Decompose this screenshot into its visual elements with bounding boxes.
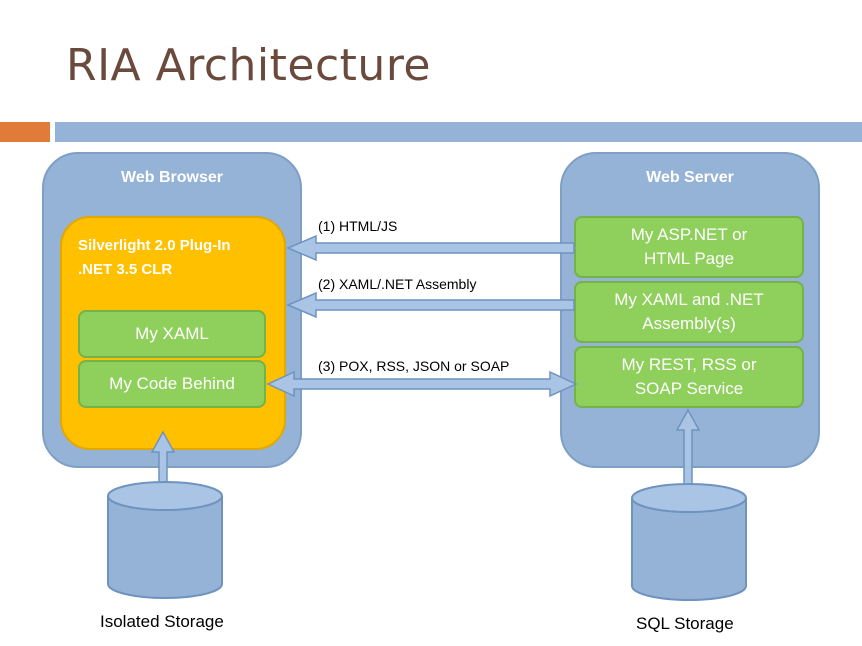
rest-service-line2: SOAP Service bbox=[634, 379, 744, 398]
xaml-assembly-box: My XAML and .NET Assembly(s) bbox=[574, 281, 804, 343]
web-server-title: Web Server bbox=[646, 169, 734, 186]
isolated-storage-cylinder bbox=[107, 481, 223, 599]
arrow-html-js bbox=[286, 234, 575, 262]
accent-bar-blue bbox=[55, 122, 862, 142]
arrow-label-xaml-assembly: (2) XAML/.NET Assembly bbox=[318, 276, 477, 292]
asp-net-line1: My ASP.NET or bbox=[630, 225, 748, 244]
asp-net-page-box: My ASP.NET or HTML Page bbox=[574, 216, 804, 278]
xaml-assembly-line2: Assembly(s) bbox=[642, 314, 736, 333]
arrow-pox-rss-json-soap bbox=[266, 370, 578, 398]
my-xaml-label: My XAML bbox=[135, 324, 209, 343]
arrow-label-pox-rss-json-soap: (3) POX, RSS, JSON or SOAP bbox=[318, 358, 510, 374]
rest-service-box: My REST, RSS or SOAP Service bbox=[574, 346, 804, 408]
clr-label: .NET 3.5 CLR bbox=[78, 261, 173, 278]
isolated-storage-label: Isolated Storage bbox=[100, 612, 224, 631]
sql-storage-label: SQL Storage bbox=[636, 614, 734, 633]
xaml-assembly-line1: My XAML and .NET bbox=[614, 290, 764, 309]
arrow-label-html-js: (1) HTML/JS bbox=[318, 218, 398, 234]
code-behind-box: My Code Behind bbox=[78, 360, 266, 408]
code-behind-label: My Code Behind bbox=[109, 374, 235, 393]
rest-service-line1: My REST, RSS or bbox=[621, 355, 757, 374]
accent-bar-orange bbox=[0, 122, 50, 142]
web-browser-title: Web Browser bbox=[121, 169, 223, 186]
slide-title: RIA Architecture bbox=[66, 40, 432, 91]
sql-storage-cylinder bbox=[631, 483, 747, 601]
arrow-xaml-assembly bbox=[286, 291, 575, 319]
plugin-label: Silverlight 2.0 Plug-In bbox=[78, 237, 231, 254]
asp-net-line2: HTML Page bbox=[643, 249, 735, 268]
my-xaml-box: My XAML bbox=[78, 310, 266, 358]
